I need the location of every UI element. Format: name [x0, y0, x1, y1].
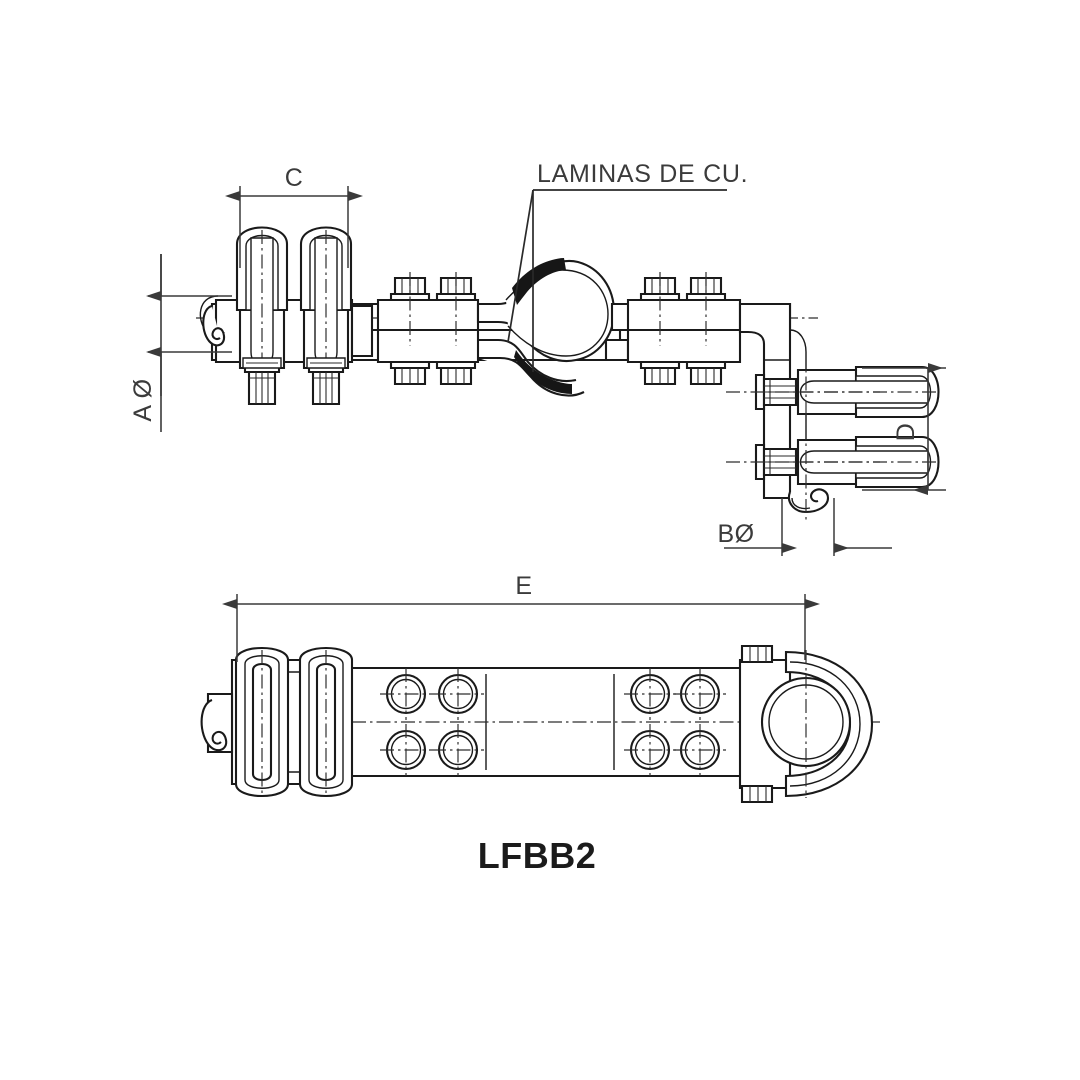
part-number-label: LFBB2 [478, 835, 597, 876]
u-bolt-clamp [234, 646, 290, 798]
copper-lamination-arc [514, 350, 572, 394]
dimension-c-label: C [285, 164, 304, 192]
dimension-b: BØ [717, 498, 892, 556]
copper-lamination-arc [512, 258, 566, 305]
dimension-a-label: A Ø [129, 378, 157, 421]
left-clamp-assembly [200, 646, 354, 798]
hex-nut [685, 360, 727, 386]
hex-nut [389, 360, 431, 386]
dimension-c: C [225, 164, 363, 268]
cable-seat-ring [476, 258, 642, 397]
dimension-e-label: E [515, 572, 532, 600]
copper-lamination-note: LAMINAS DE CU. [507, 160, 748, 372]
dimension-b-label: BØ [717, 520, 754, 548]
hex-nut [243, 362, 281, 406]
u-bolt-clamp [298, 646, 354, 798]
hex-nut [639, 360, 681, 386]
clamp-eye-ring [738, 644, 874, 804]
dimension-d: D [862, 363, 946, 495]
dimension-e: E [222, 572, 820, 654]
dimension-d-label: D [892, 423, 920, 442]
right-clamp-assembly [726, 352, 940, 520]
bolt-group-right [626, 270, 742, 386]
side-elevation-view: C A Ø D BØ LAMINAS DE CU. [129, 160, 946, 556]
top-plan-view: E [200, 572, 880, 876]
hex-nut [435, 360, 477, 386]
dimension-a: A Ø [129, 254, 232, 432]
hex-nut [307, 362, 345, 406]
note-label-text: LAMINAS DE CU. [537, 160, 748, 188]
left-clamp-assembly [199, 226, 374, 406]
bolt-group-left [376, 270, 480, 386]
